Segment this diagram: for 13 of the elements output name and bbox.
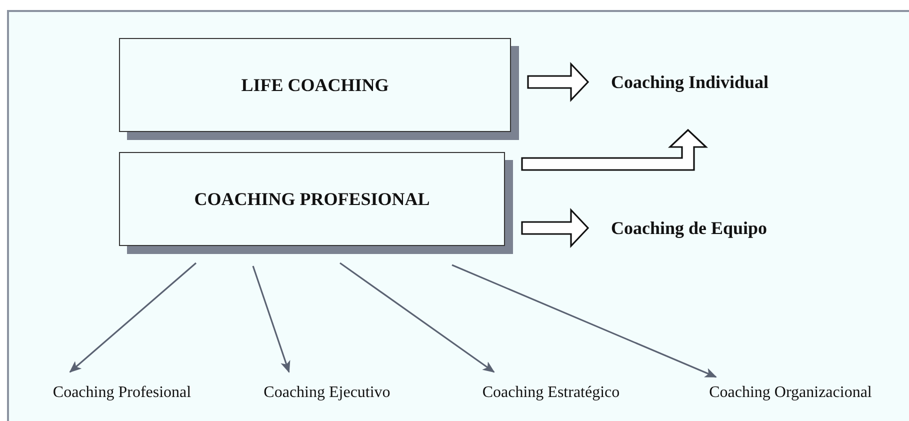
block-arrow: [521, 208, 590, 248]
category-label: Coaching de Equipo: [611, 214, 836, 242]
block-arrow: [527, 62, 590, 102]
arrow: [452, 264, 717, 378]
category-label: Coaching Individual: [611, 68, 836, 96]
category-label: Coaching Ejecutivo: [236, 380, 418, 406]
arrow: [252, 266, 290, 373]
category-label: Coaching Profesional: [22, 380, 222, 406]
category-label: Coaching Organizacional: [674, 380, 907, 406]
category-label: Coaching Estratégico: [452, 380, 650, 406]
arrow: [69, 262, 197, 373]
block-arrow: [521, 128, 708, 171]
arrow: [340, 262, 495, 373]
